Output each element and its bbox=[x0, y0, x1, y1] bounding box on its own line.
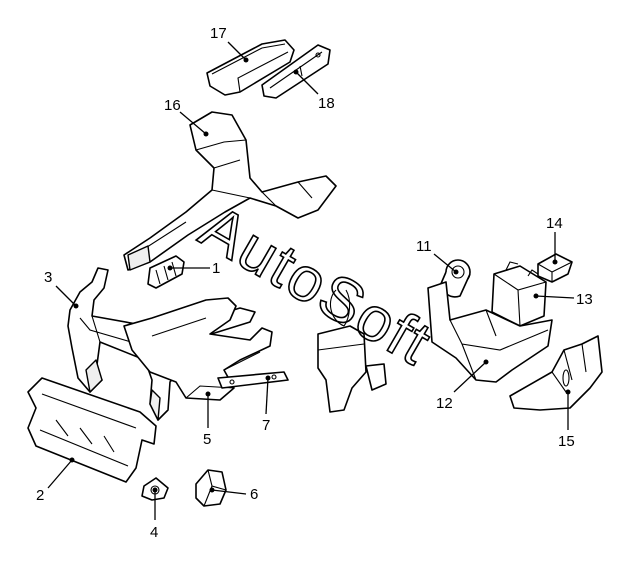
callout-18: 18 bbox=[318, 95, 335, 112]
callout-11: 11 bbox=[416, 238, 432, 255]
callout-14: 14 bbox=[546, 215, 563, 232]
callout-1: 1 bbox=[212, 260, 220, 277]
part-15-bracket bbox=[509, 335, 603, 411]
callout-5: 5 bbox=[203, 431, 211, 448]
part-7-strip-bracket bbox=[217, 371, 289, 389]
part-12-battery-tray bbox=[427, 281, 553, 383]
part-1-crash-tube bbox=[147, 255, 185, 289]
part-17-upper-rail bbox=[206, 39, 295, 96]
callout-15: 15 bbox=[558, 433, 575, 450]
part-14-block bbox=[537, 253, 573, 283]
callout-labels: 1 2 3 4 5 6 7 11 12 13 14 15 16 17 18 bbox=[36, 25, 593, 541]
part-5-undertray bbox=[123, 297, 273, 401]
callout-6: 6 bbox=[250, 486, 258, 503]
part-2-bumper-beam bbox=[27, 377, 157, 483]
callout-17: 17 bbox=[210, 25, 227, 42]
callout-3: 3 bbox=[44, 269, 52, 286]
part-16-side-member bbox=[123, 111, 337, 271]
washer-reservoir bbox=[317, 289, 387, 413]
callout-4: 4 bbox=[150, 524, 158, 541]
callout-7: 7 bbox=[262, 417, 270, 434]
callout-12: 12 bbox=[436, 395, 453, 412]
callout-2: 2 bbox=[36, 487, 44, 504]
leader-lines bbox=[47, 41, 575, 520]
callout-13: 13 bbox=[576, 291, 593, 308]
callout-16: 16 bbox=[164, 97, 181, 114]
